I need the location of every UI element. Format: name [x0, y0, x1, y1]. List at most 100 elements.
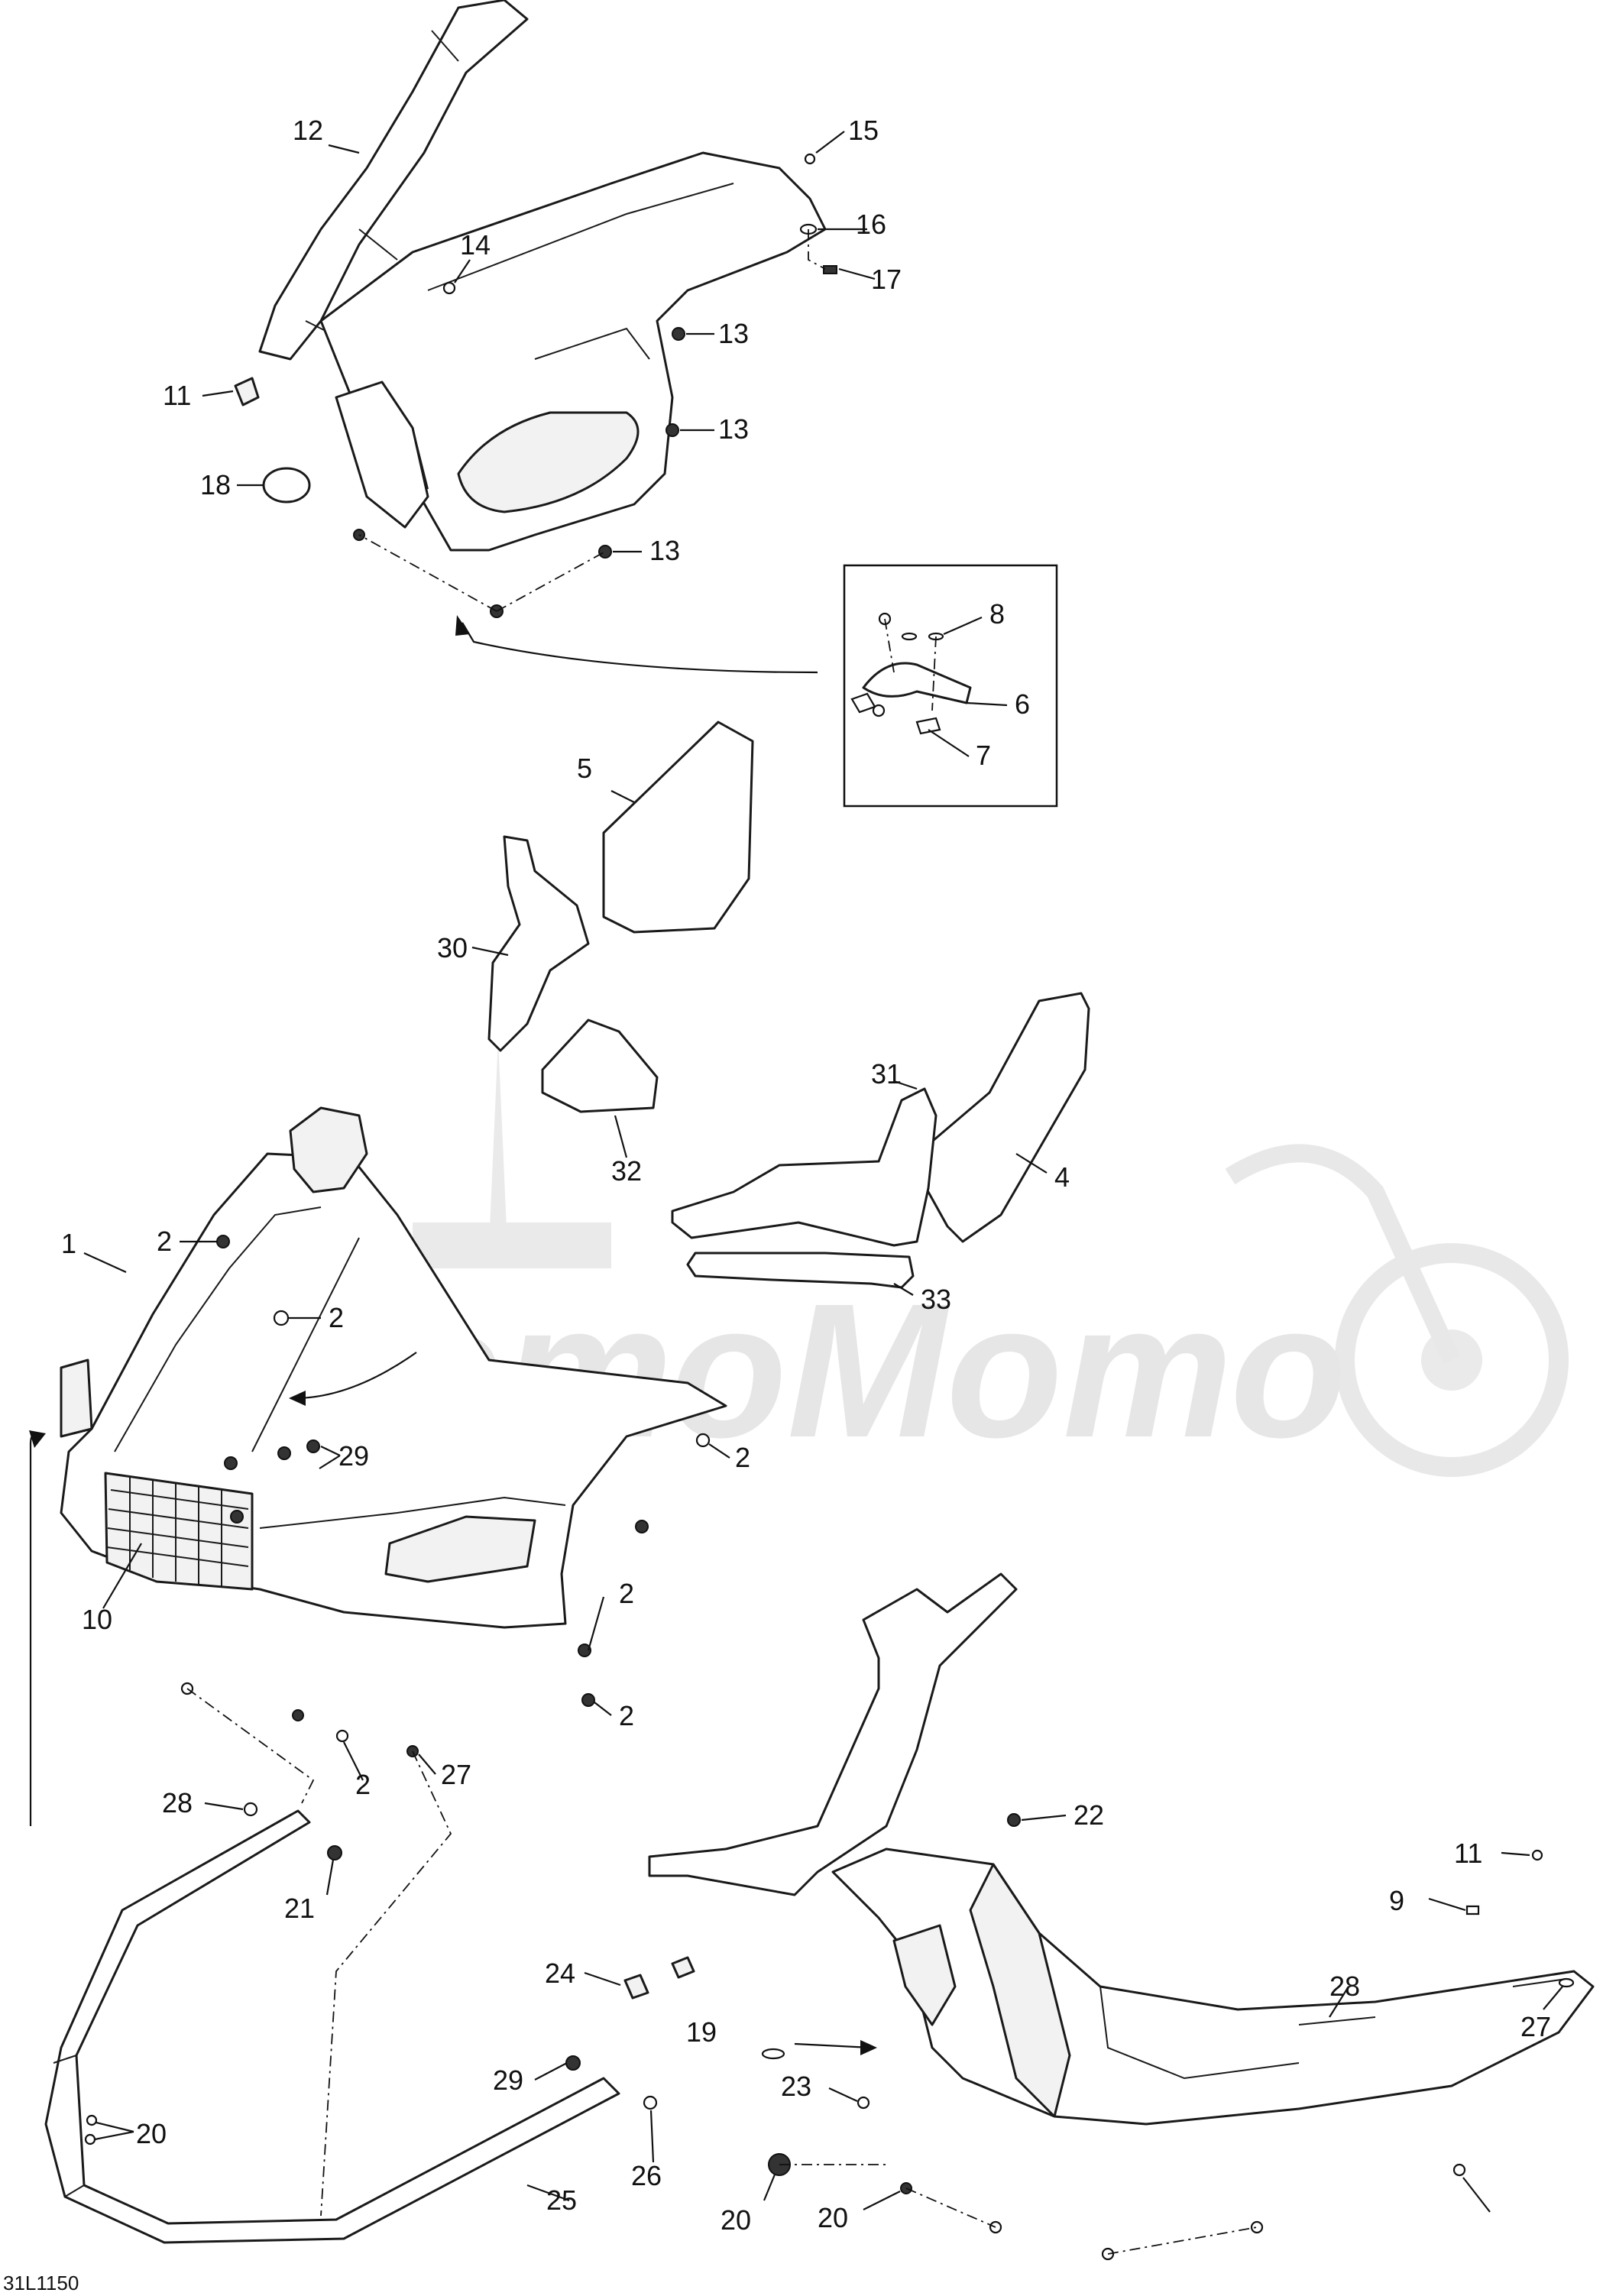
arrow-head — [455, 615, 470, 636]
fastener-2 — [578, 1643, 591, 1657]
callout-11: 24 — [545, 1958, 575, 1989]
callout-29: 20 — [136, 2118, 167, 2149]
callout-8: 8 — [989, 598, 1005, 630]
callout-13: 13 — [718, 318, 749, 349]
fastener-28 — [327, 1845, 342, 1860]
callout-2: 2 — [619, 1700, 634, 1731]
part-32-pad — [541, 1018, 659, 1113]
front-fascia-assembly — [29, 1106, 727, 1826]
part-26-bumper — [44, 1809, 620, 2244]
lower-pan-assembly — [623, 1572, 1595, 2261]
fascia-arrow — [293, 1352, 417, 1400]
fastener-15 — [804, 153, 816, 165]
callout-26: 25 — [546, 2184, 577, 2216]
callout-2: 27 — [441, 1759, 471, 1790]
callout-19: 28 — [1329, 1971, 1360, 2002]
part-8-washer — [901, 632, 918, 641]
callout-20: 20 — [818, 2202, 848, 2233]
part-upper-strut — [648, 1572, 1018, 1896]
fastener-27 — [243, 1802, 258, 1817]
fascia-vent — [384, 1515, 536, 1583]
arrow-head — [289, 1391, 306, 1406]
detail-box — [843, 564, 1058, 808]
watermark-wheel — [1335, 1243, 1569, 1477]
callout-16: 16 — [856, 209, 886, 240]
fastener-2 — [695, 1433, 711, 1448]
callout-11: 11 — [163, 380, 191, 411]
drawing-code: 31L1150 — [3, 2272, 79, 2294]
fastener-2 — [581, 1693, 595, 1707]
callout-labels: 12 15 14 16 17 13 11 13 18 13 8 6 7 5 30… — [3, 115, 1551, 2294]
callout-28: 21 — [284, 1893, 315, 1924]
callout-28: 29 — [493, 2064, 523, 2096]
callout-32: 32 — [611, 1155, 642, 1187]
callout-10: 10 — [82, 1604, 112, 1635]
part-33-pad — [686, 1252, 915, 1289]
console-opening — [457, 411, 640, 513]
callout-5: 5 — [577, 753, 592, 784]
callout-2: 2 — [735, 1442, 750, 1473]
assembly-dash-lines — [358, 229, 826, 612]
fastener-22 — [1531, 1849, 1543, 1861]
assembly-arrow — [461, 622, 818, 674]
part-12-arm — [258, 0, 529, 361]
callout-33: 33 — [921, 1284, 951, 1315]
callout-2: 2 — [355, 1769, 371, 1800]
fastener-2 — [224, 1456, 238, 1470]
fastener-2 — [216, 1235, 230, 1248]
callout-2: 2 — [157, 1226, 172, 1257]
part-30-pad — [487, 835, 590, 1052]
detail-dash-lines — [884, 618, 937, 711]
part-7-fastener — [915, 717, 941, 735]
part-31-pad — [671, 1087, 938, 1247]
fastener-23 — [1558, 1977, 1575, 1988]
callout-31: 31 — [871, 1058, 902, 1090]
callout-17: 17 — [871, 264, 902, 295]
part-console-body — [319, 151, 827, 552]
callout-2: 2 — [619, 1578, 634, 1609]
fastener-20 — [1452, 2163, 1466, 2177]
fastener-29 — [277, 1446, 291, 1460]
fascia-corner — [60, 1358, 93, 1438]
arrow-head — [29, 1430, 46, 1448]
pan-inner-wall — [969, 1863, 1071, 2118]
fastener-2 — [230, 1510, 244, 1524]
callout-2: 2 — [329, 1302, 344, 1333]
fastener-17 — [823, 265, 837, 274]
fastener-20 — [857, 2096, 870, 2110]
fastener-detail — [872, 704, 886, 717]
callout-20: 23 — [781, 2071, 811, 2102]
part-9-arrow — [794, 2042, 872, 2049]
bumper-dash-lines — [186, 1688, 452, 2217]
fascia-mount-boss — [289, 1106, 368, 1193]
part-11-clip — [623, 1974, 649, 2000]
callout-18: 18 — [200, 469, 231, 500]
watermark-spire — [489, 1039, 507, 1245]
callout-7: 7 — [976, 740, 991, 771]
bumper-assembly — [44, 1688, 658, 2244]
watermark-fork — [1225, 1144, 1460, 1364]
fastener-29 — [306, 1439, 320, 1453]
clip-detail — [671, 1956, 695, 1979]
fastener-21 — [1007, 1813, 1021, 1827]
callout-14: 14 — [460, 229, 491, 261]
pan-detail — [1099, 1978, 1567, 2080]
callout-21: 22 — [1074, 1799, 1104, 1831]
part-11-clip — [234, 377, 260, 406]
pads-group — [487, 721, 1090, 1289]
part-9-plug — [761, 2048, 785, 2060]
fastener-2 — [635, 1520, 649, 1533]
grille-mesh — [106, 1476, 249, 1587]
callout-4: 4 — [1054, 1161, 1070, 1193]
fascia-detail — [114, 1206, 566, 1529]
arrow-head — [860, 2040, 877, 2055]
fascia-arrow-left — [29, 1433, 43, 1826]
callout-27: 26 — [631, 2160, 662, 2191]
callout-13: 13 — [649, 535, 680, 566]
leader-lines — [83, 131, 1563, 2213]
part-5-pad — [602, 721, 754, 934]
callout-9: 19 — [686, 2016, 717, 2048]
upper-console-assembly — [234, 0, 837, 674]
fastener-29 — [84, 2133, 96, 2145]
